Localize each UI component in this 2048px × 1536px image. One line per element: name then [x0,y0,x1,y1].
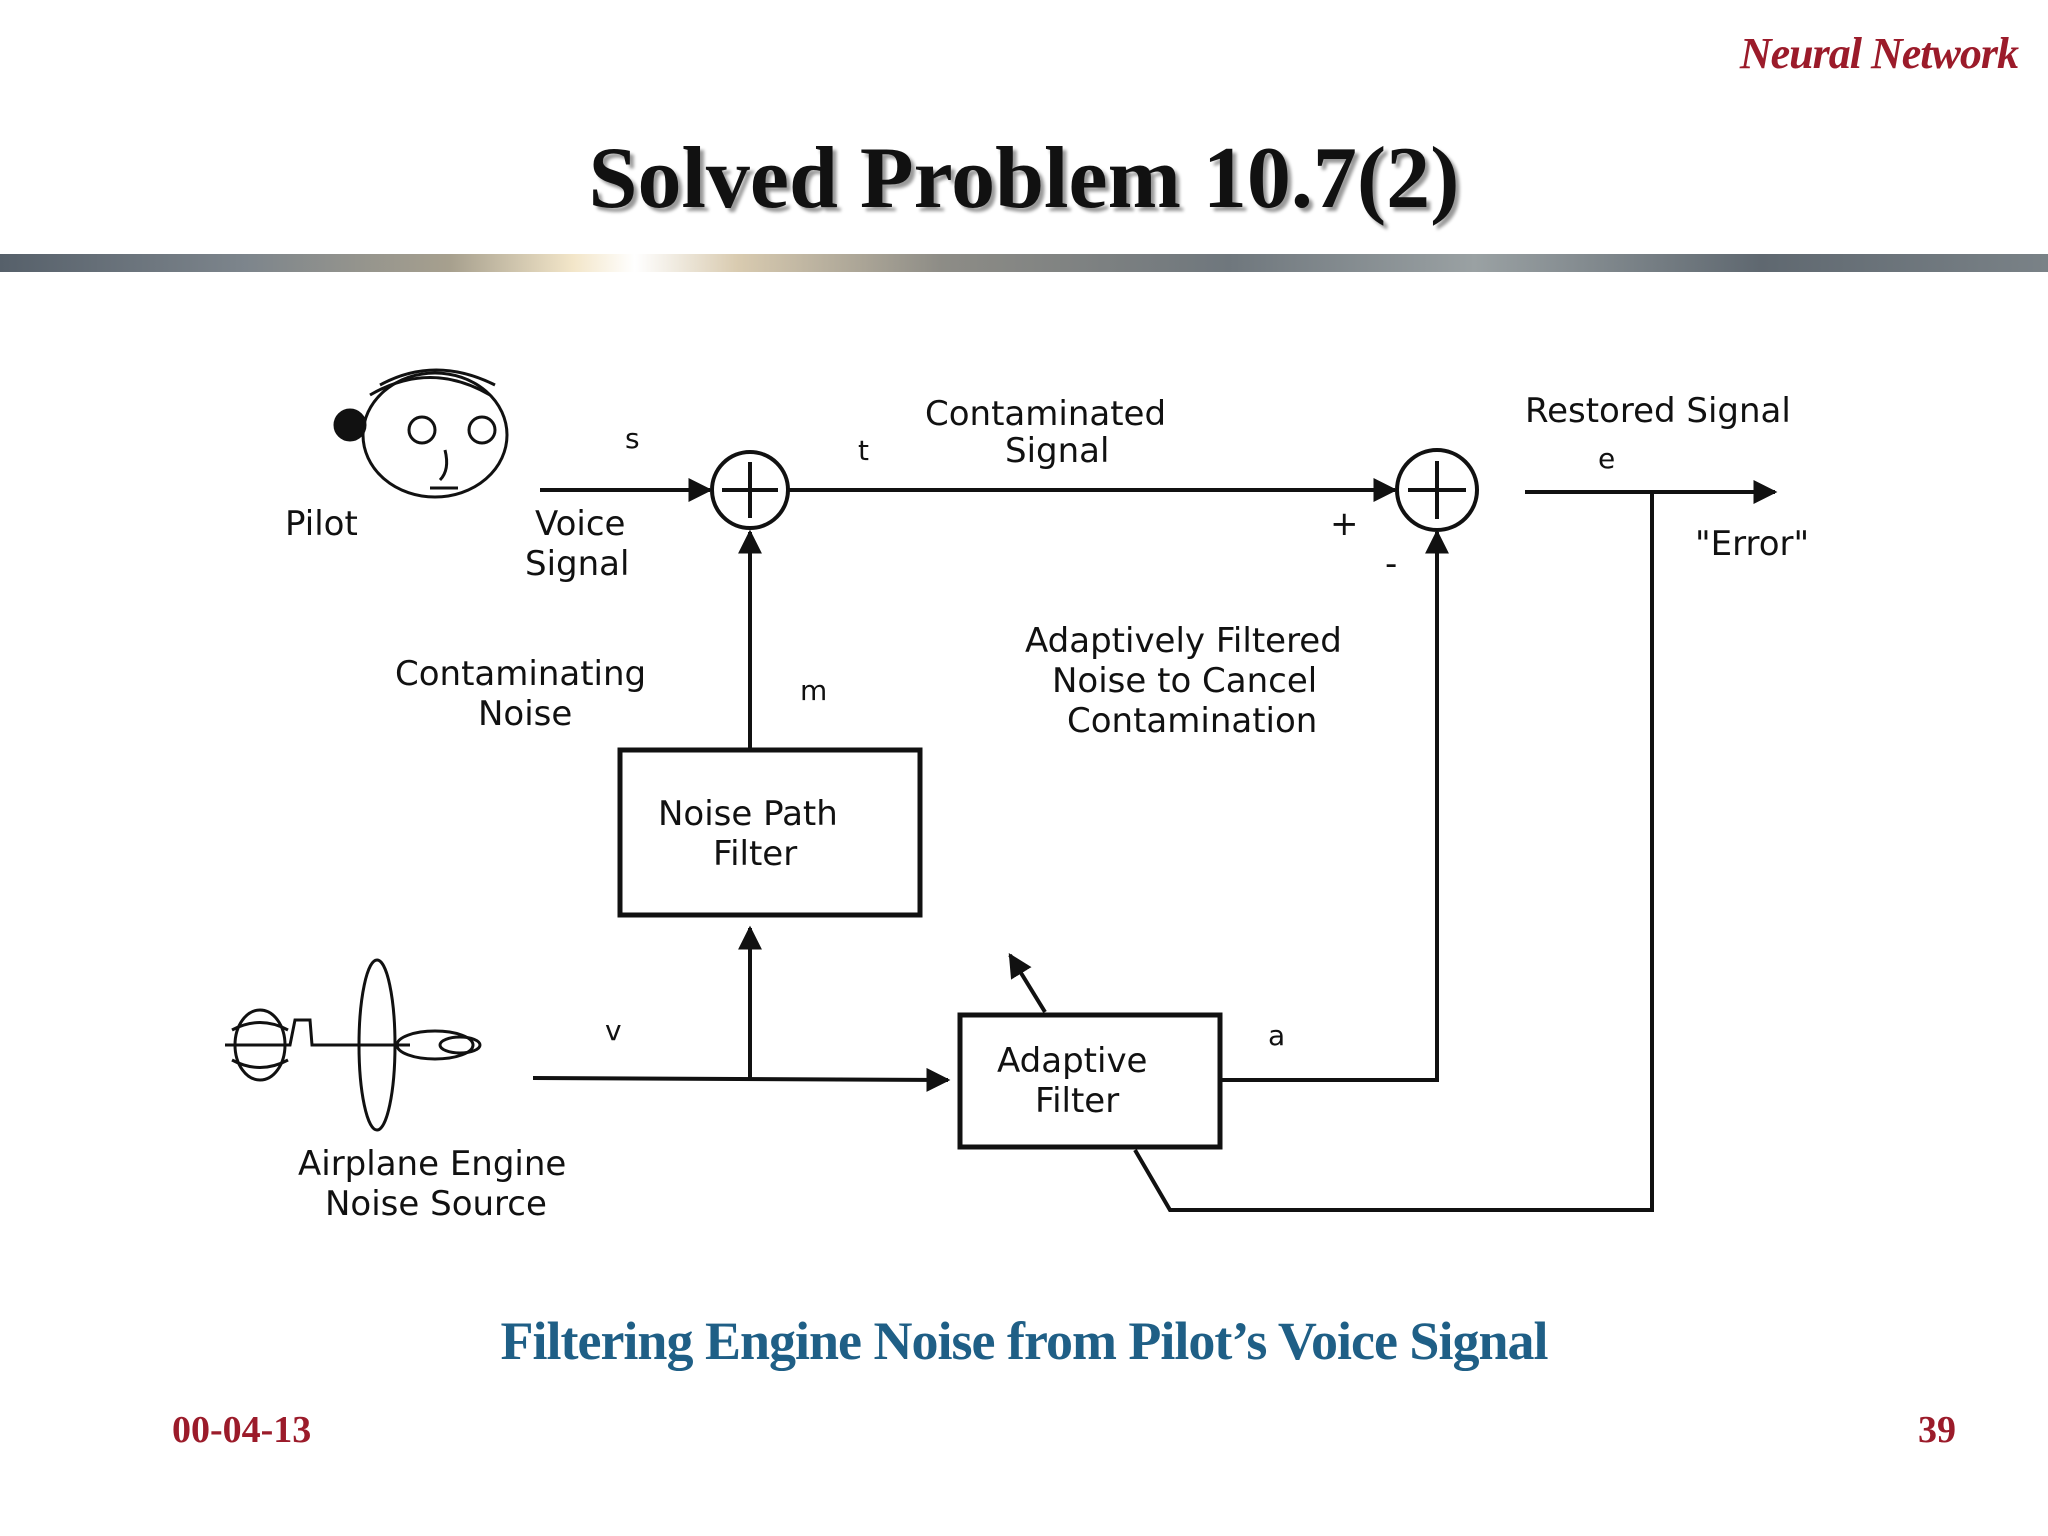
voice-signal-label-1: Voice [535,504,625,544]
symbol-t: t [858,434,869,467]
symbol-a: a [1268,1019,1285,1052]
restored-signal-label: Restored Signal [1525,391,1791,431]
symbol-s: s [625,422,640,455]
contaminating-noise-label-1: Contaminating [395,654,646,694]
contaminating-noise-label-2: Noise [478,694,572,734]
adaptive-note-label-1: Adaptively Filtered [1025,621,1342,661]
adaptive-filter-label-2: Filter [1035,1081,1119,1121]
adaptation-arrow [1008,952,1047,1014]
adaptive-note-label-3: Contamination [1067,701,1317,741]
summing-junction-1 [710,450,790,530]
contaminated-signal-label-2: Signal [1005,431,1109,471]
footer-date: 00-04-13 [172,1409,312,1451]
symbol-e: e [1598,442,1615,475]
symbol-v: v [605,1014,622,1047]
noise-path-filter-block [617,747,923,918]
slide-title: Solved Problem 10.7(2) [588,130,1460,227]
adaptive-note-label-2: Noise to Cancel [1052,661,1317,701]
noise-path-filter-label-1: Noise Path [658,794,838,834]
plus-sign: + [1330,504,1359,544]
adaptive-filter-block [957,1012,1223,1150]
pilot-label: Pilot [285,504,358,544]
engine-label-1: Airplane Engine [298,1144,566,1184]
voice-signal-label-2: Signal [525,544,629,584]
contaminated-signal-label-1: Contaminated [925,394,1166,434]
engine-noise-line [532,1067,951,1092]
error-feedback-line [1133,492,1654,1212]
course-brand: Neural Network [1739,29,2019,78]
error-label: "Error" [1695,524,1809,564]
page-number: 39 [1918,1409,1956,1451]
minus-sign: - [1385,544,1397,584]
title-divider [0,254,2048,272]
adaptive-filter-label-1: Adaptive [997,1041,1147,1081]
figure-caption: Filtering Engine Noise from Pilot’s Voic… [500,1311,1549,1371]
noise-path-filter-label-2: Filter [713,834,797,874]
summing-junction-2 [1395,448,1479,532]
airplane-engine-icon [225,958,482,1132]
symbol-m: m [800,674,827,707]
adaptive-output-line [1222,529,1449,1082]
engine-label-2: Noise Source [325,1184,547,1224]
pilot-head-icon [333,368,509,499]
